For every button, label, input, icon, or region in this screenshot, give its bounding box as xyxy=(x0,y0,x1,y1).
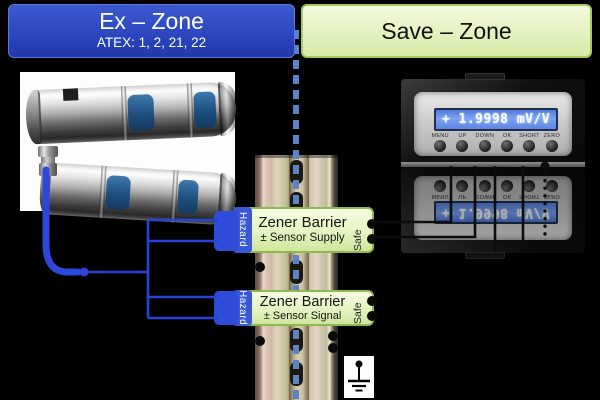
cable-junction-dot xyxy=(79,267,89,277)
barrier-subtitle: ± Sensor Supply xyxy=(260,232,345,244)
button-short: SHORT xyxy=(518,179,540,199)
device-button-row: MENU UP DOWN OK SHORT ZERO xyxy=(429,133,563,153)
blue-seal-band xyxy=(176,179,199,215)
device-top-connector xyxy=(465,252,505,259)
round-button xyxy=(456,180,469,192)
round-button xyxy=(545,180,558,192)
rail-terminal-dot xyxy=(328,331,338,341)
rail-terminal-dot xyxy=(328,343,338,353)
blue-seal-band xyxy=(193,91,217,129)
earth-ground-icon xyxy=(348,360,370,392)
button-up: UP xyxy=(451,133,473,153)
lcd-display-reflected: + 1.9998 mV/V xyxy=(434,201,558,224)
round-button xyxy=(501,180,514,192)
round-button xyxy=(434,180,447,192)
barrier-title: Zener Barrier xyxy=(259,294,346,310)
round-button xyxy=(478,180,491,192)
round-button xyxy=(456,140,469,152)
ex-zone-header: Ex – Zone ATEX: 1, 2, 21, 22 xyxy=(8,4,295,58)
ex-zone-atex-subtitle: ATEX: 1, 2, 21, 22 xyxy=(96,35,207,50)
button-ok: OK xyxy=(496,133,518,153)
button-ok: OK xyxy=(496,179,518,199)
zener-barrier-supply: Zener Barrier ± Sensor Supply Hazard Saf… xyxy=(233,207,377,253)
round-button xyxy=(478,140,491,152)
terminal-dot xyxy=(367,296,377,306)
load-cell-reflection xyxy=(38,162,238,226)
button-up: UP xyxy=(451,179,473,199)
round-button xyxy=(523,180,536,192)
terminal-dot xyxy=(367,234,377,244)
save-zone-title: Save – Zone xyxy=(381,18,512,44)
indicator-device-reflection: + 1.9998 mV/V MENU UP DOWN OK SHORT ZERO xyxy=(400,166,586,259)
save-zone-header: Save – Zone xyxy=(301,4,592,58)
sensor-wires xyxy=(88,218,218,320)
load-cell-notch xyxy=(62,88,79,101)
rail-terminal-dot xyxy=(255,262,265,272)
round-button xyxy=(545,140,558,152)
button-menu: MENU xyxy=(429,179,451,199)
round-button xyxy=(434,140,447,152)
button-down: DOWN xyxy=(474,133,496,153)
hazard-wire-block xyxy=(214,291,238,325)
terminal-dot xyxy=(367,311,377,321)
button-menu: MENU xyxy=(429,133,451,153)
round-button xyxy=(501,140,514,152)
device-reflection-seam xyxy=(401,162,585,167)
device-button-row: MENU UP DOWN OK SHORT ZERO xyxy=(429,179,563,199)
round-button xyxy=(523,140,536,152)
button-short: SHORT xyxy=(518,133,540,153)
zener-barrier-signal: Zener Barrier ± Sensor Signal Hazard Saf… xyxy=(233,290,377,326)
rail-terminal-dot xyxy=(255,336,265,346)
earth-ground-symbol xyxy=(344,356,374,398)
safe-label: Safe xyxy=(352,229,364,251)
device-top-connector xyxy=(465,73,505,80)
hazard-wire-block xyxy=(214,211,238,251)
terminal-dot xyxy=(367,219,377,229)
barrier-subtitle: ± Sensor Signal xyxy=(263,310,342,322)
blue-seal-band xyxy=(127,94,155,132)
blue-seal-band xyxy=(105,175,132,211)
device-front-panel: + 1.9998 mV/V MENU UP DOWN OK SHORT ZERO xyxy=(414,176,572,240)
button-zero: ZERO xyxy=(541,133,563,153)
safe-label: Safe xyxy=(352,302,364,324)
device-front-panel: + 1.9998 mV/V MENU UP DOWN OK SHORT ZERO xyxy=(414,92,572,156)
load-cell-top xyxy=(24,81,238,145)
button-zero: ZERO xyxy=(541,179,563,199)
barrier-title: Zener Barrier xyxy=(258,214,347,231)
button-down: DOWN xyxy=(474,179,496,199)
cable-gland-connector xyxy=(36,146,60,178)
ex-zone-title: Ex – Zone xyxy=(99,8,204,34)
indicator-device: + 1.9998 mV/V MENU UP DOWN OK SHORT ZERO xyxy=(400,73,586,166)
lcd-display: + 1.9998 mV/V xyxy=(434,108,558,131)
